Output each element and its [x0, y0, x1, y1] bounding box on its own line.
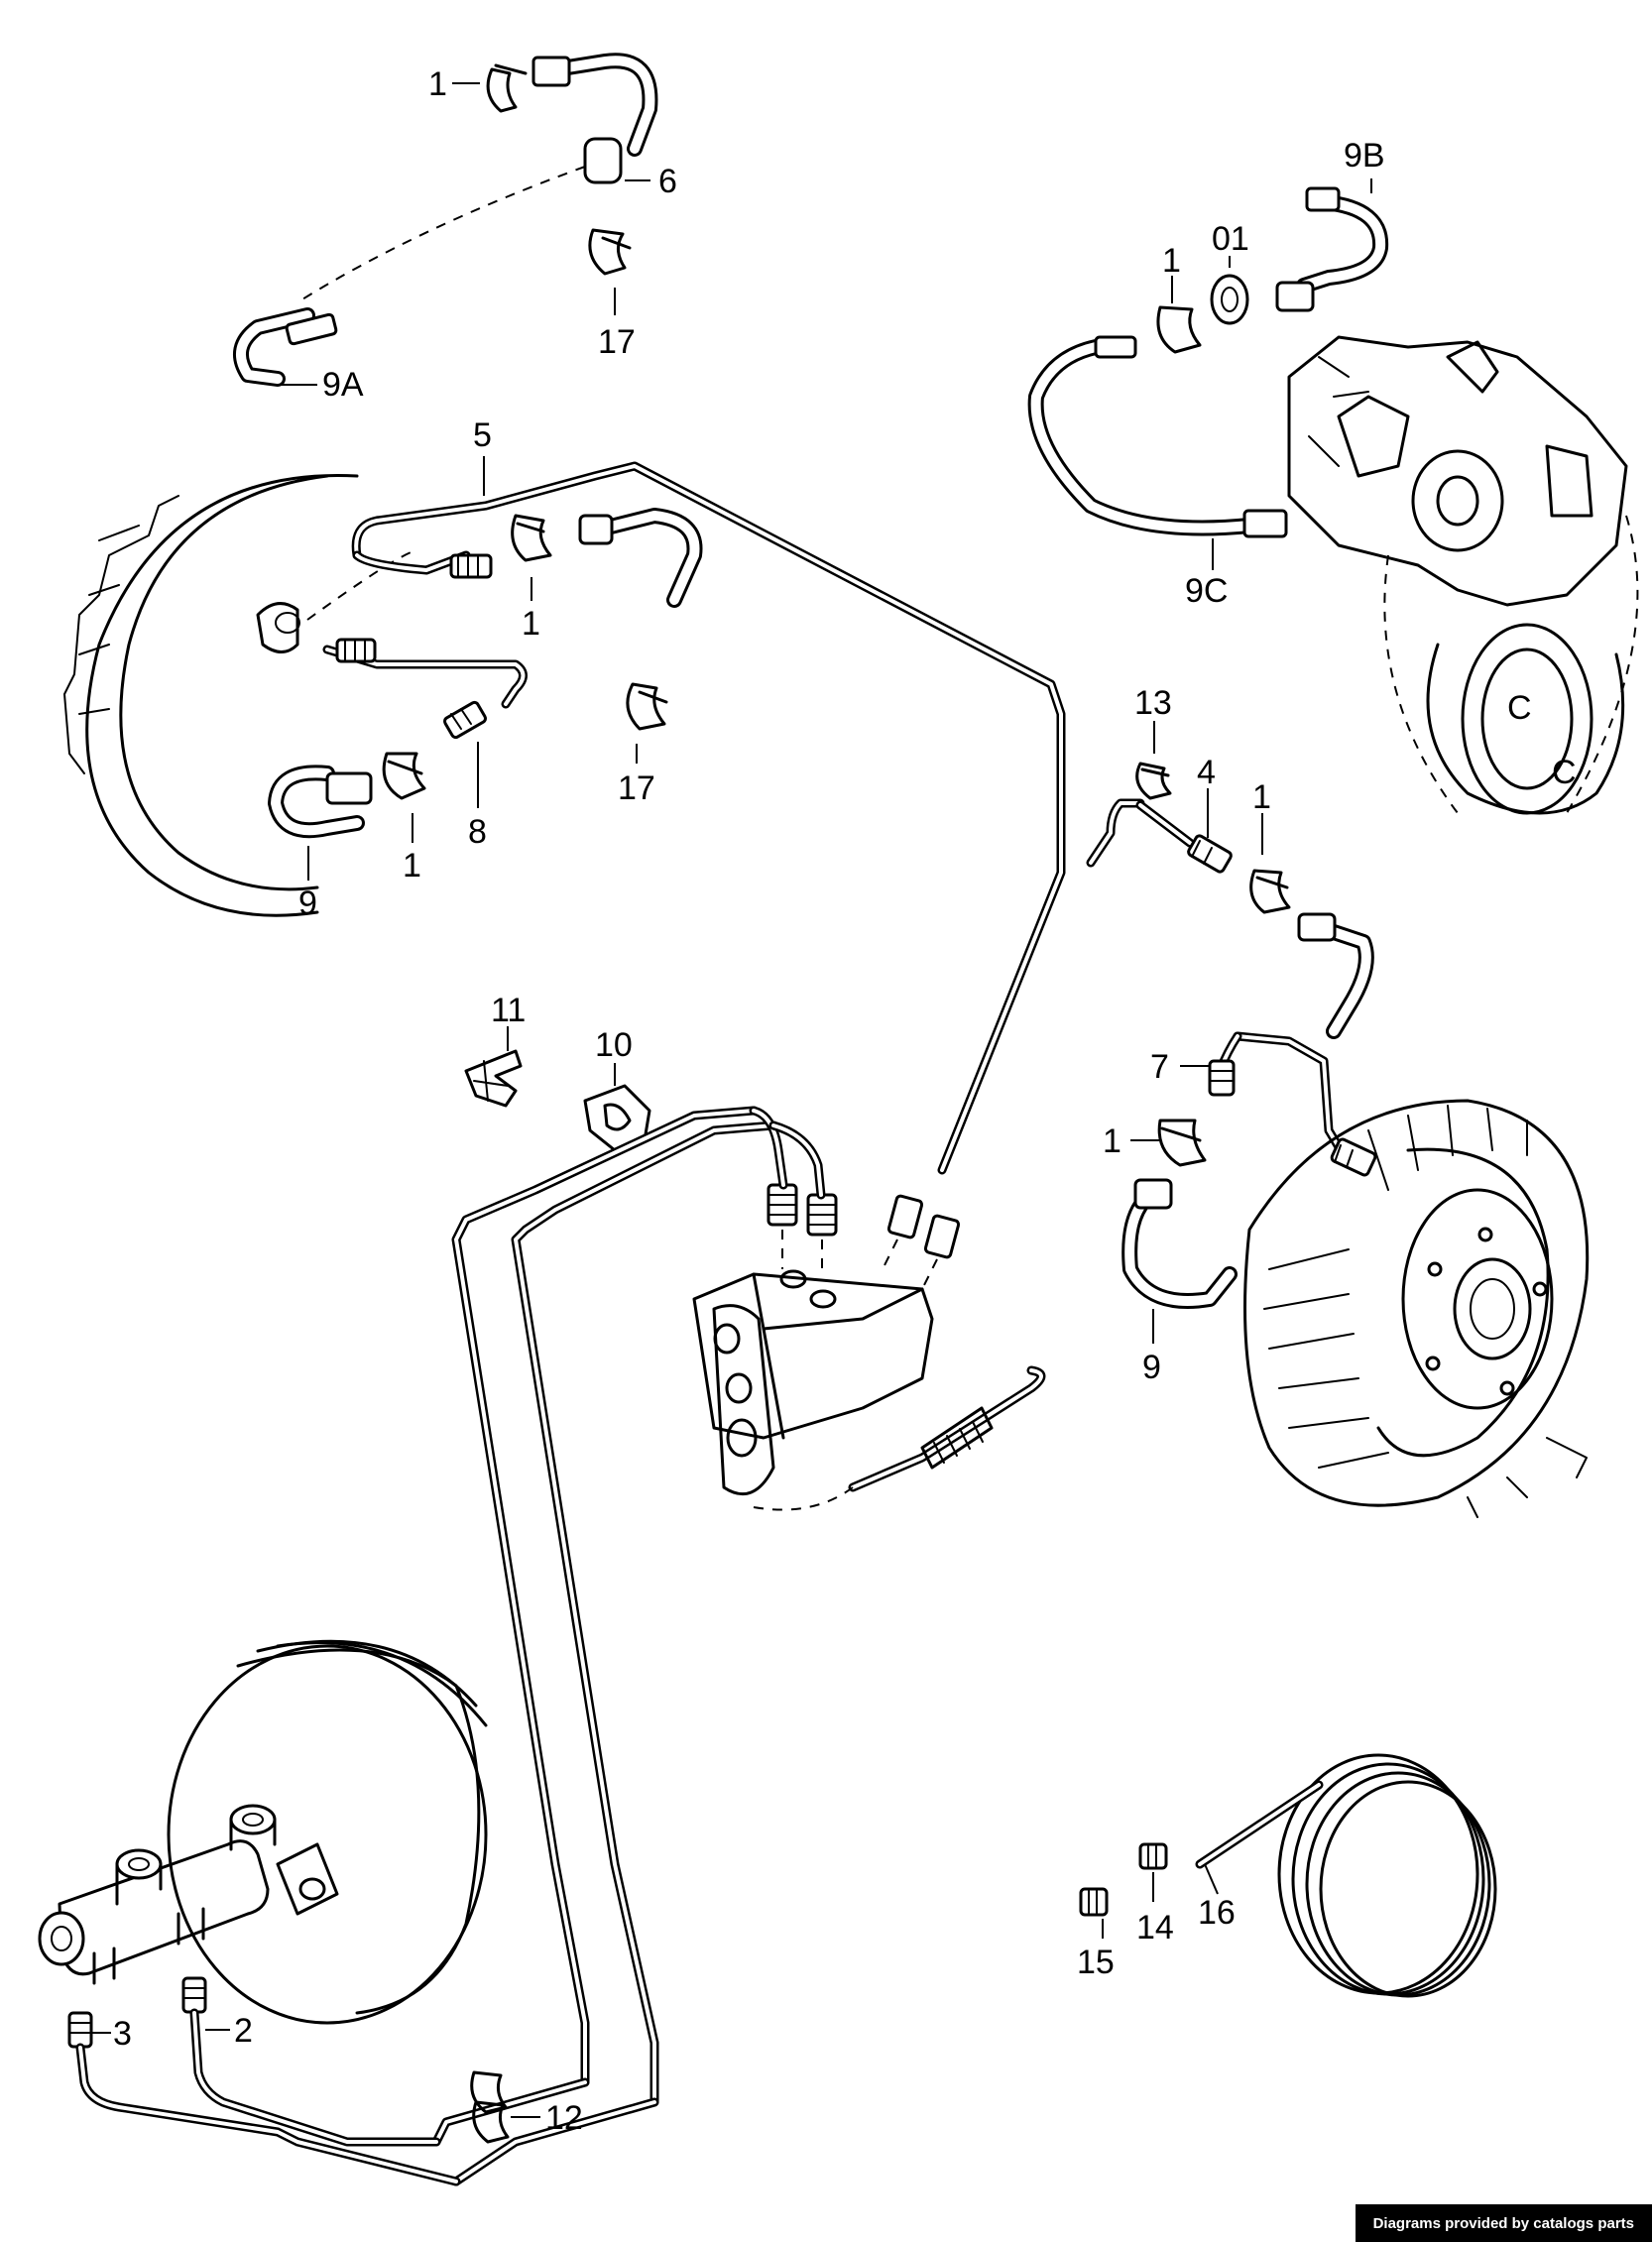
brake-pipe-coil	[1079, 1753, 1497, 1998]
callout-labels: 1 6 17 9A 9B 01 1 9C 5 1 17 8 1 9 13 4 1…	[113, 65, 1385, 2137]
callout-17-top: 17	[598, 323, 636, 361]
callout-1-caliper: 1	[1162, 242, 1181, 280]
clip-12	[470, 2070, 510, 2144]
callout-8: 8	[468, 813, 487, 851]
callout-9-right: 9	[1142, 1349, 1161, 1386]
fittings-left-lower	[268, 638, 668, 839]
brake-booster-master-cylinder	[38, 1639, 488, 2186]
callout-15: 15	[1077, 1944, 1115, 1981]
callout-9C: 9C	[1185, 572, 1228, 610]
rear-left-drum-assembly	[63, 473, 417, 917]
callout-13: 13	[1134, 684, 1172, 722]
callout-10: 10	[595, 1026, 633, 1064]
callout-1-left-lower: 1	[403, 847, 421, 885]
rear-right-drum-assembly	[1121, 1031, 1590, 1518]
svg-text:C: C	[1507, 689, 1532, 727]
callout-16: 16	[1198, 1894, 1236, 1932]
callout-7: 7	[1150, 1048, 1169, 1086]
clips-11-10	[464, 1049, 651, 1152]
callout-1-right: 1	[1252, 778, 1271, 816]
callout-5: 5	[473, 416, 492, 454]
brake-pipe-5	[351, 461, 1066, 1175]
diagram-credit-badge: Diagrams provided by catalogs parts	[1355, 2204, 1652, 2242]
hose-left-upper	[449, 508, 703, 608]
fittings-right-middle	[1086, 762, 1374, 1039]
callout-9-left: 9	[298, 885, 317, 922]
callout-1-drum: 1	[1103, 1122, 1121, 1160]
pressure-regulator-valve	[692, 1183, 1046, 1511]
callout-11: 11	[491, 992, 526, 1029]
hose-assembly-top	[232, 53, 658, 387]
callout-9B: 9B	[1344, 137, 1385, 175]
callout-01: 01	[1212, 220, 1249, 258]
diagram-credit-text: Diagrams provided by catalogs parts	[1372, 2214, 1634, 2232]
callout-leaders	[91, 82, 1372, 2118]
callout-14: 14	[1136, 1909, 1174, 1947]
brake-pipes-trunk	[431, 1106, 826, 2186]
callout-4: 4	[1197, 754, 1216, 791]
callout-2: 2	[234, 2012, 253, 2050]
callout-12: 12	[545, 2099, 583, 2137]
callout-17-mid: 17	[618, 769, 655, 807]
front-caliper-assembly: C C	[1027, 186, 1639, 815]
svg-text:C: C	[1552, 754, 1577, 791]
callout-3: 3	[113, 2015, 132, 2053]
callout-9A: 9A	[322, 366, 364, 404]
callout-6: 6	[658, 163, 677, 200]
callout-1-top: 1	[428, 65, 447, 103]
callout-1-left-upper: 1	[522, 605, 540, 643]
